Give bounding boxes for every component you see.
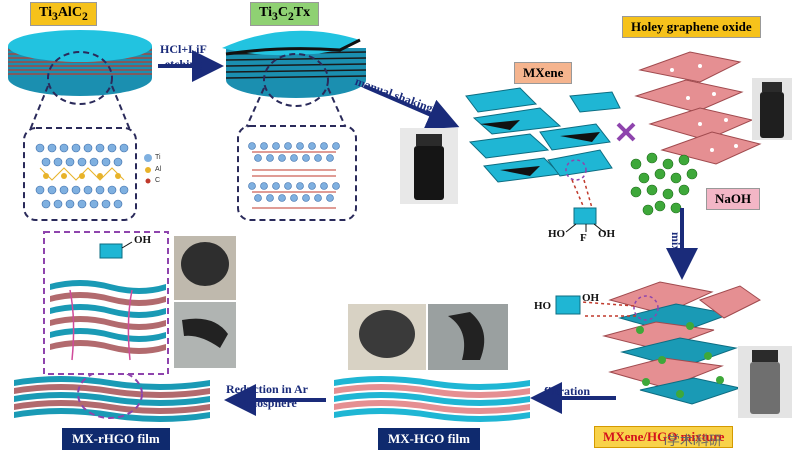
combine-cross-icon — [616, 122, 636, 142]
naoh-spheres — [630, 152, 698, 216]
filtration-step-label: filtration — [544, 384, 590, 398]
mixture-ho-group: HO — [534, 300, 552, 312]
ti3c2tx-label: Ti3C2Tx — [250, 2, 320, 26]
rhgo-oh-group: OH — [134, 234, 152, 246]
mixture-oh-group: OH — [582, 292, 600, 304]
ti3alc2-stack — [8, 30, 152, 96]
mx-rhgo-inset-layers — [50, 280, 166, 361]
mxene-vial-photo — [400, 128, 458, 204]
mx-rhgo-film-label: MX-rHGO film — [62, 428, 170, 450]
mx-hgo-film-label: MX-HGO film — [378, 428, 480, 450]
naoh-label: NaOH — [706, 188, 761, 210]
ti3c2tx-crystal-inset — [237, 125, 357, 221]
legend-al: Al — [155, 166, 162, 173]
ti3c2tx-lattice — [248, 142, 340, 209]
mxene-unit-block — [573, 207, 597, 225]
atom-legend — [144, 154, 152, 184]
legend-ti: Ti — [155, 154, 161, 161]
mxene-flakes — [465, 87, 621, 183]
mixture-vial-photo — [738, 346, 792, 418]
holey-graphene-oxide-sheets — [634, 51, 762, 165]
mxene-ho-group: HO — [548, 228, 566, 240]
watermark: i学术i科研 — [664, 433, 722, 448]
mxene-label: MXene — [514, 62, 573, 84]
arrow-shaking — [363, 84, 460, 130]
mxene-hgo-mixture-label: MXene/HGO mixture — [594, 426, 734, 448]
ti3c2tx-stack — [222, 30, 367, 98]
mx-rhgo-film-layers — [14, 376, 210, 422]
mx-hgo-film-layers — [334, 376, 530, 422]
hgo-vial-photo — [752, 78, 792, 140]
ti3alc2-label: Ti3AlC2 — [30, 2, 97, 26]
mxene-hgo-mixture-structure — [602, 281, 761, 405]
ti3alc2-lattice — [35, 143, 129, 209]
holey-graphene-oxide-label: Holey graphene oxide — [622, 16, 761, 38]
legend-c: C — [155, 177, 161, 184]
mix-step-label: mix — [669, 232, 683, 252]
mx-hgo-film-photos — [348, 304, 508, 370]
zoom-circle-1 — [47, 51, 113, 105]
mxene-f-group: F — [580, 232, 587, 244]
mx-rhgo-film-photos — [174, 236, 236, 368]
mxene-oh-group: OH — [598, 228, 616, 240]
